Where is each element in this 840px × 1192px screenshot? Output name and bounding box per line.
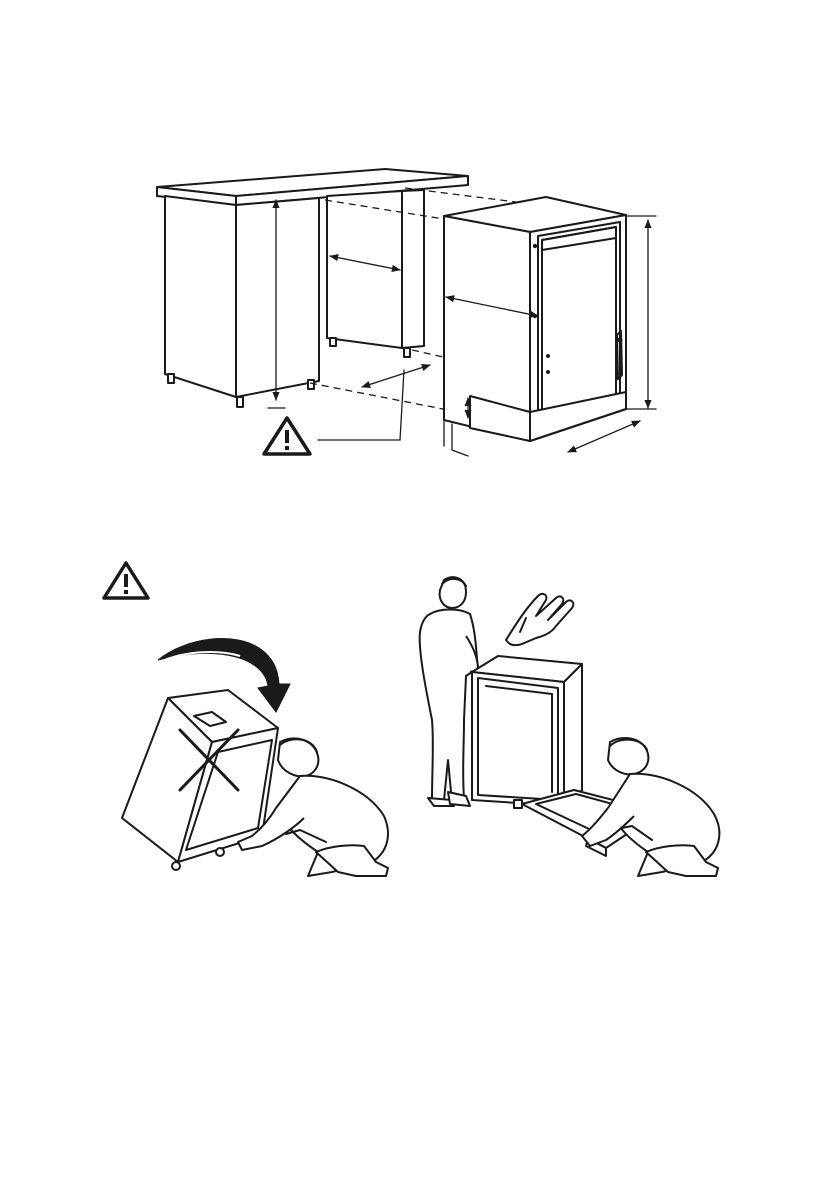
warning-triangle-icon [104,563,148,598]
hand-point-icon [506,594,573,645]
two-person-lift-figure [420,577,720,876]
tilt-wrong-figure [104,563,388,876]
niche-depth-arrow [362,365,430,387]
warning-pointer-line [318,370,404,440]
cabinet-dimension-figure [157,169,656,456]
left-cabinet [165,196,319,407]
warning-triangle-icon [264,418,310,454]
dishwasher-built-in [444,197,626,441]
standing-person [420,577,478,806]
back-cabinet [327,190,424,357]
